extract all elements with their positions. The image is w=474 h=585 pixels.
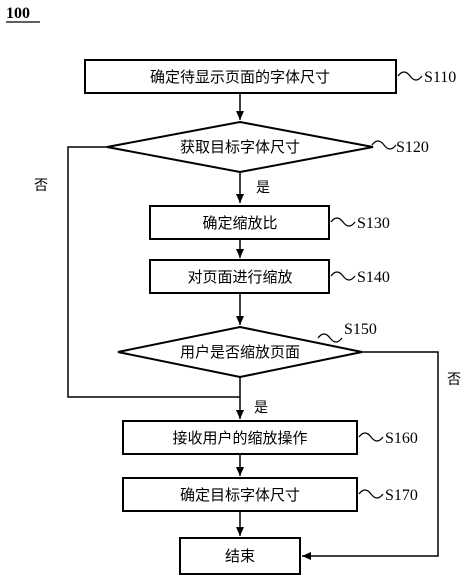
step-s150-text: 用户是否缩放页面 [180,343,300,361]
step-s110-text: 确定待显示页面的字体尺寸 [150,68,330,86]
s150-no-line [302,351,439,560]
step-s110-label: S110 [424,69,456,86]
step-s120-text: 获取目标字体尺寸 [180,138,300,156]
step-s160-text: 接收用户的缩放操作 [172,429,307,447]
step-s150-label: S150 [344,321,377,338]
s120-no-label: 否 [34,178,48,194]
step-s130-text: 确定缩放比 [202,214,277,232]
step-s160-leader [358,432,384,442]
end-text: 结束 [225,547,255,565]
step-s140-text: 对页面进行缩放 [187,268,292,286]
step-s170-label: S170 [385,487,418,504]
step-s160-label: S160 [385,430,418,447]
step-s130-leader [330,217,356,227]
step-s140-leader [330,271,356,281]
step-s150-leader [317,333,343,343]
s120-no-line [67,146,240,398]
end-box [179,537,301,575]
s150-yes-label: 是 [254,400,268,416]
step-s170-box [122,477,358,512]
step-s110-leader [397,71,423,81]
step-s140-label: S140 [357,269,390,286]
step-s130-label: S130 [357,215,390,232]
step-s140-box [149,259,330,294]
step-s170-leader [358,489,384,499]
step-s120-label: S120 [396,139,429,156]
s120-yes-label: 是 [256,180,270,196]
step-s170-text: 确定目标字体尺寸 [180,486,300,504]
s150-no-label: 否 [447,372,461,388]
step-s130-box [149,205,330,240]
step-s120-leader [371,140,397,150]
figure-number: 100 [6,5,30,22]
